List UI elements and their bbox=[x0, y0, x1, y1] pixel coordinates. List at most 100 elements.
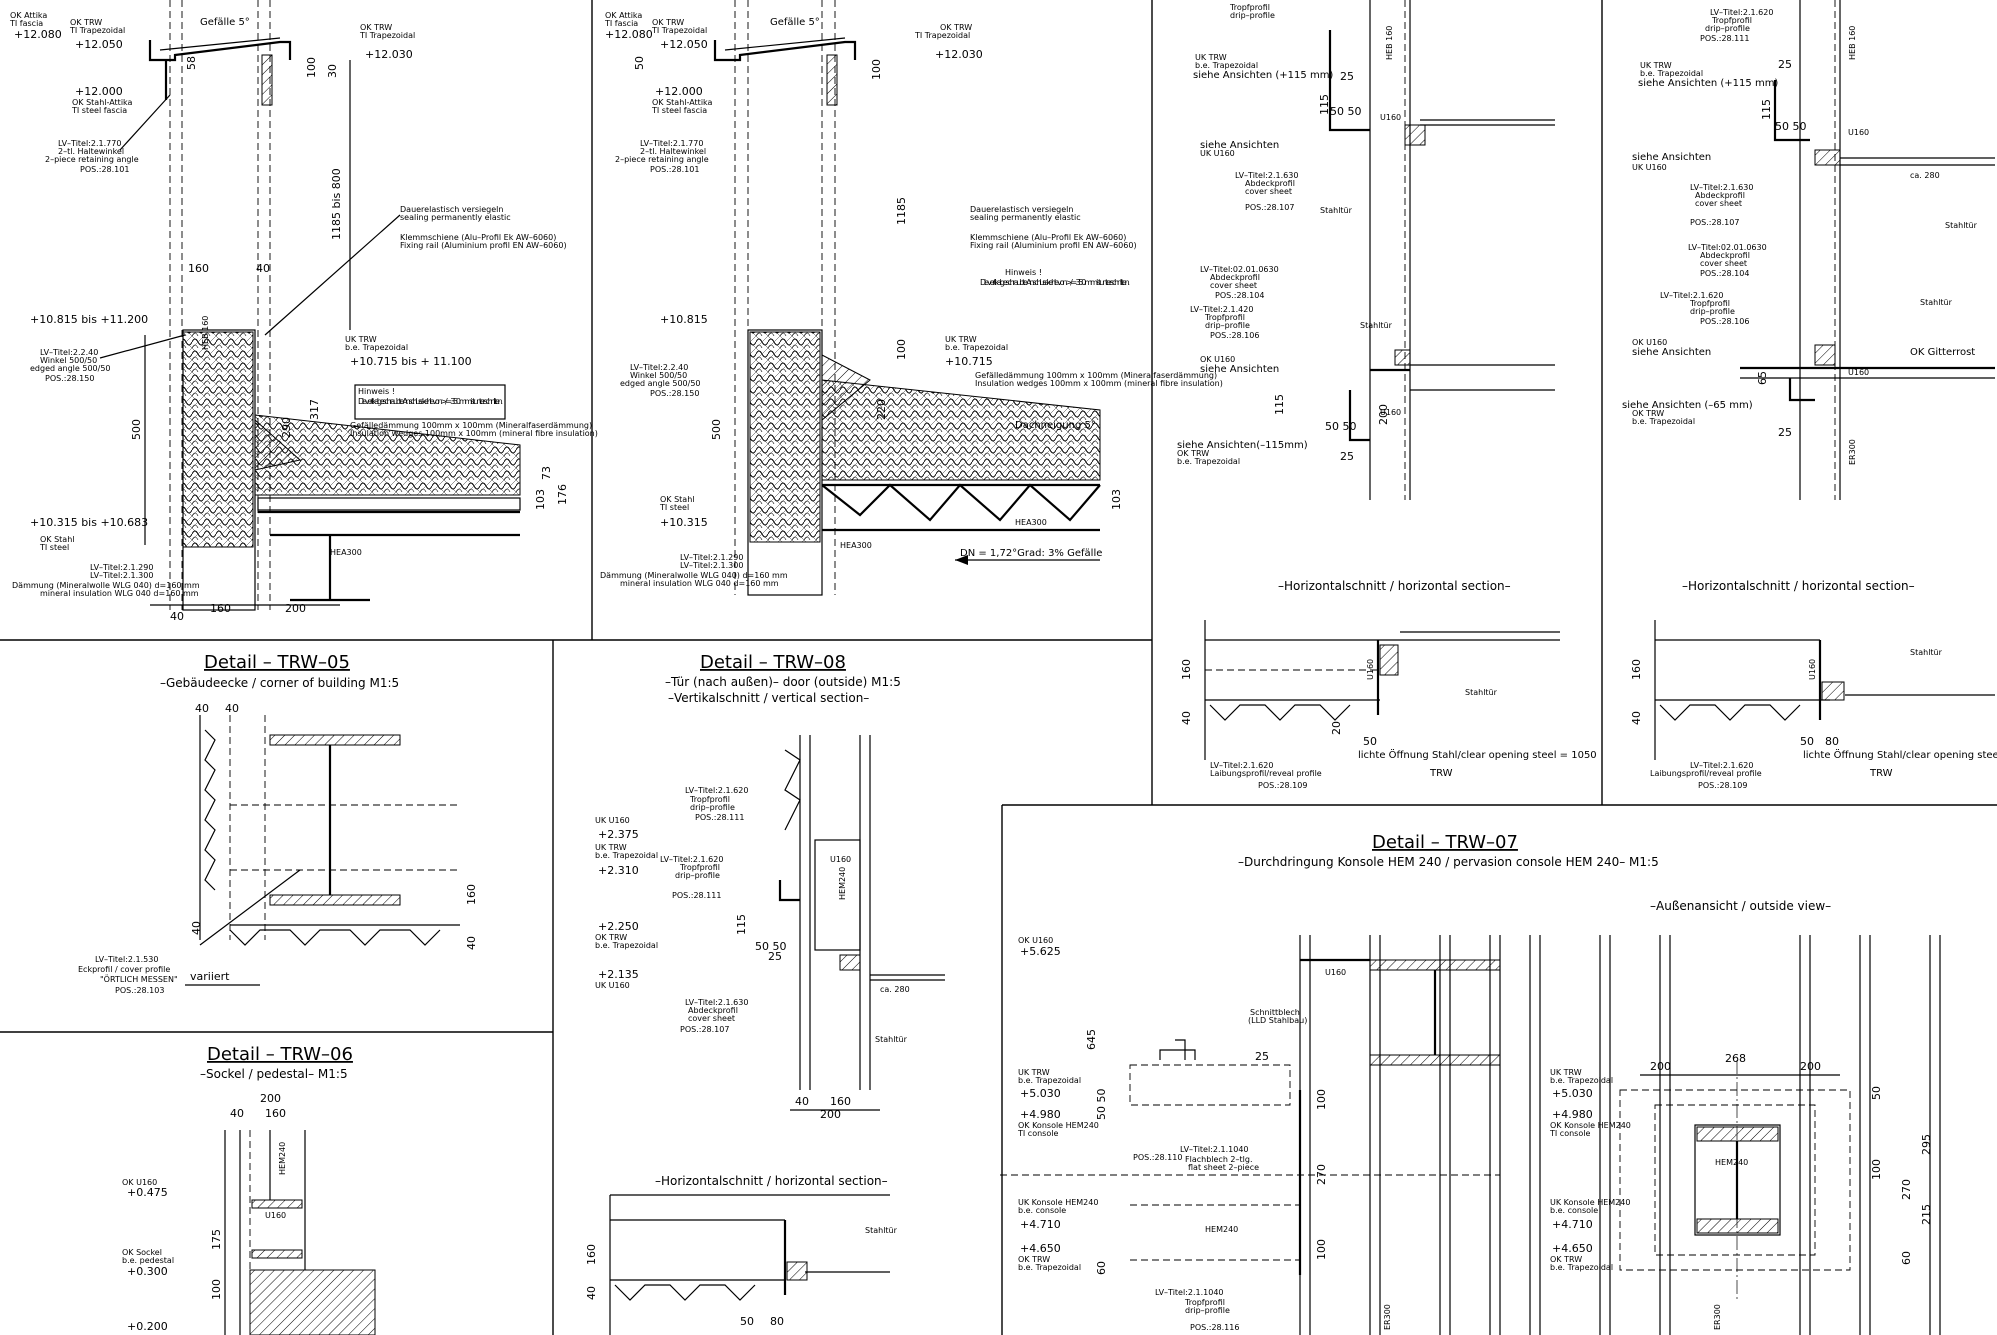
level-0200: +0.200 bbox=[127, 1320, 168, 1333]
dim-160-06: 160 bbox=[265, 1107, 286, 1120]
note-retaining-angle-a: 2–piece retaining angle bbox=[45, 155, 139, 164]
dim-200-07b: 200 bbox=[1800, 1060, 1821, 1073]
level-uk-trw-d: UK TRW bbox=[1640, 61, 1672, 70]
level-ok-trw-en-b-right: TI Trapezoidal bbox=[914, 31, 970, 40]
level-ok-trw-07: OK TRW bbox=[1018, 1255, 1050, 1264]
dim-25-d2: 25 bbox=[1778, 426, 1792, 439]
note-lv-2-1-770-a: LV–Titel:2.1.770 bbox=[58, 139, 121, 148]
dim-80-08-h: 80 bbox=[770, 1315, 784, 1328]
note-lv-2-1-620-d: LV–Titel:2.1.620 bbox=[1710, 8, 1773, 17]
dim-40-06: 40 bbox=[230, 1107, 244, 1120]
level-0475: +0.475 bbox=[127, 1186, 168, 1199]
note-drip-d: drip–profile bbox=[1705, 24, 1750, 33]
level-ok-trw-en-b: TI Trapezoidal bbox=[651, 26, 707, 35]
level-10715-11100: +10.715 bis + 11.100 bbox=[350, 355, 472, 368]
note-steel-door-d2: Stahltür bbox=[1920, 298, 1953, 307]
level-ok-trw-07b: OK TRW bbox=[1550, 1255, 1582, 1264]
dim-50-50-07: 50 50 bbox=[1095, 1089, 1108, 1121]
level-4650: +4.650 bbox=[1020, 1242, 1061, 1255]
er300-label-d: ER300 bbox=[1848, 439, 1857, 465]
trw08-subtitle: –Tür (nach außen)– door (outside) M1:5 bbox=[665, 675, 901, 689]
level-ok-trw-b-right: OK TRW bbox=[940, 23, 972, 32]
dim-40-08-h: 40 bbox=[585, 1286, 598, 1300]
note-cover-d2: cover sheet bbox=[1700, 259, 1747, 268]
dim-80-d-h: 80 bbox=[1825, 735, 1839, 748]
ca-280-08: ca. 280 bbox=[880, 985, 910, 994]
dim-50-50-08: 50 50 bbox=[755, 940, 787, 953]
note-lv-02-01-0630-d: LV–Titel:02.01.0630 bbox=[1688, 243, 1767, 252]
hea300-label-a: HEA300 bbox=[330, 548, 362, 557]
dim-1185: 1185 bis 800 bbox=[330, 168, 343, 240]
clear-opening-c: lichte Öffnung Stahl/clear opening steel… bbox=[1358, 748, 1597, 761]
level-ok-stahl-en-a: TI steel bbox=[39, 543, 69, 552]
note-lv-2-1-620-08b: LV–Titel:2.1.620 bbox=[660, 855, 723, 864]
note-lv-2-1-770-b: LV–Titel:2.1.770 bbox=[640, 139, 703, 148]
dim-40-top: 40 bbox=[256, 262, 270, 275]
note-daemmung-a: Dämmung (Mineralwolle WLG 040) d=160 mm bbox=[12, 581, 200, 590]
note-steel-door-d1: Stahltür bbox=[1945, 221, 1978, 230]
note-lv-2-1-630-08: LV–Titel:2.1.630 bbox=[685, 998, 748, 1007]
level-ok-stahl-attika-en: TI steel fascia bbox=[71, 106, 127, 115]
level-ok-u160-07: OK U160 bbox=[1018, 936, 1053, 945]
dim-40-c-h: 40 bbox=[1180, 711, 1193, 725]
clear-opening-d: lichte Öffnung Stahl/clear opening steel… bbox=[1803, 748, 1997, 761]
level-12080-b: +12.080 bbox=[605, 28, 653, 41]
note-abdeck-d: Abdeckprofil bbox=[1695, 191, 1745, 200]
note-sealing-a: sealing permanently elastic bbox=[400, 213, 511, 222]
trw-label-c: TRW bbox=[1429, 768, 1453, 779]
dim-103-b: 103 bbox=[1110, 489, 1123, 510]
level-4710-b: +4.710 bbox=[1552, 1218, 1593, 1231]
note-uk-u160-c: UK U160 bbox=[1200, 149, 1235, 158]
steel-door-08-h: Stahltür bbox=[865, 1226, 898, 1235]
trw08-subtitle2: –Vertikalschnitt / vertical section– bbox=[668, 691, 869, 705]
steel-door-08: Stahltür bbox=[875, 1035, 908, 1044]
dim-50-b: 50 bbox=[633, 56, 646, 70]
gefaelle-label: Gefälle 5° bbox=[200, 17, 250, 28]
note-hinweis-text-b: Die vertikal geschraubte Anschlusskehle … bbox=[980, 278, 1130, 287]
note-lv-2-1-620-d2: LV–Titel:2.1.620 bbox=[1660, 291, 1723, 300]
note-pos-28-104-d: POS.:28.104 bbox=[1700, 269, 1749, 278]
u160-label-d2: U160 bbox=[1848, 368, 1869, 377]
u160-label-c-h: U160 bbox=[1366, 659, 1375, 680]
note-siehe-plus-c: siehe Ansichten (+115 mm) bbox=[1193, 70, 1333, 81]
dim-176: 176 bbox=[556, 484, 569, 505]
level-uk-trw-c: UK TRW bbox=[1195, 53, 1227, 62]
dim-50-08-h: 50 bbox=[740, 1315, 754, 1328]
detail-trw-05: Detail – TRW–05 –Gebäudeecke / corner of… bbox=[78, 652, 478, 995]
note-cover-d: cover sheet bbox=[1695, 199, 1742, 208]
note-dauer-a: Dauerelastisch versiegeln bbox=[400, 205, 503, 214]
level-ok-attika: OK Attika bbox=[10, 11, 47, 20]
note-tropfprofil-08b: Tropfprofil bbox=[679, 863, 720, 872]
note-pos-28-109-d: POS.:28.109 bbox=[1698, 781, 1747, 790]
level-0300: +0.300 bbox=[127, 1265, 168, 1278]
note-pos-28-107-d: POS.:28.107 bbox=[1690, 218, 1739, 227]
note-cover-c2: cover sheet bbox=[1210, 281, 1257, 290]
dim-270-07a: 270 bbox=[1315, 1164, 1328, 1185]
level-5030: +5.030 bbox=[1020, 1087, 1061, 1100]
dim-40-08: 40 bbox=[795, 1095, 809, 1108]
trw07-view-title: –Außenansicht / outside view– bbox=[1650, 899, 1831, 913]
note-lv-2-1-620-08a: LV–Titel:2.1.620 bbox=[685, 786, 748, 795]
level-10715-b: +10.715 bbox=[945, 355, 993, 368]
dn-slope-label: DN = 1,72°Grad: 3% Gefälle bbox=[960, 548, 1102, 559]
note-siehe-c: siehe Ansichten bbox=[1200, 140, 1279, 151]
dim-50-50-d: 50 50 bbox=[1775, 120, 1807, 133]
dim-200: 200 bbox=[285, 602, 306, 615]
u160-label-c1: U160 bbox=[1380, 113, 1401, 122]
note-cover-c: cover sheet bbox=[1245, 187, 1292, 196]
note-gefaelledaemmung-b: Gefälledämmung 100mm x 100mm (Mineralfas… bbox=[975, 371, 1217, 380]
note-siehe-d: siehe Ansichten bbox=[1632, 152, 1711, 163]
level-uk-konsole-en-b: b.e. console bbox=[1550, 1206, 1598, 1215]
trw05-title: Detail – TRW–05 bbox=[204, 652, 350, 673]
dim-40d-05: 40 bbox=[190, 921, 203, 935]
note-drip-08a: drip–profile bbox=[690, 803, 735, 812]
horizontal-section-title-c: –Horizontalschnitt / horizontal section– bbox=[1278, 579, 1511, 593]
level-ok-sockel-en: b.e. pedestal bbox=[122, 1256, 174, 1265]
dim-160: 160 bbox=[210, 602, 231, 615]
u160-label-d-h: U160 bbox=[1808, 659, 1817, 680]
note-pos-28-111-d: POS.:28.111 bbox=[1700, 34, 1749, 43]
trw06-title: Detail – TRW–06 bbox=[207, 1044, 353, 1065]
dim-200-08: 200 bbox=[820, 1108, 841, 1121]
note-laibung-d: Laibungsprofil/reveal profile bbox=[1650, 769, 1762, 778]
